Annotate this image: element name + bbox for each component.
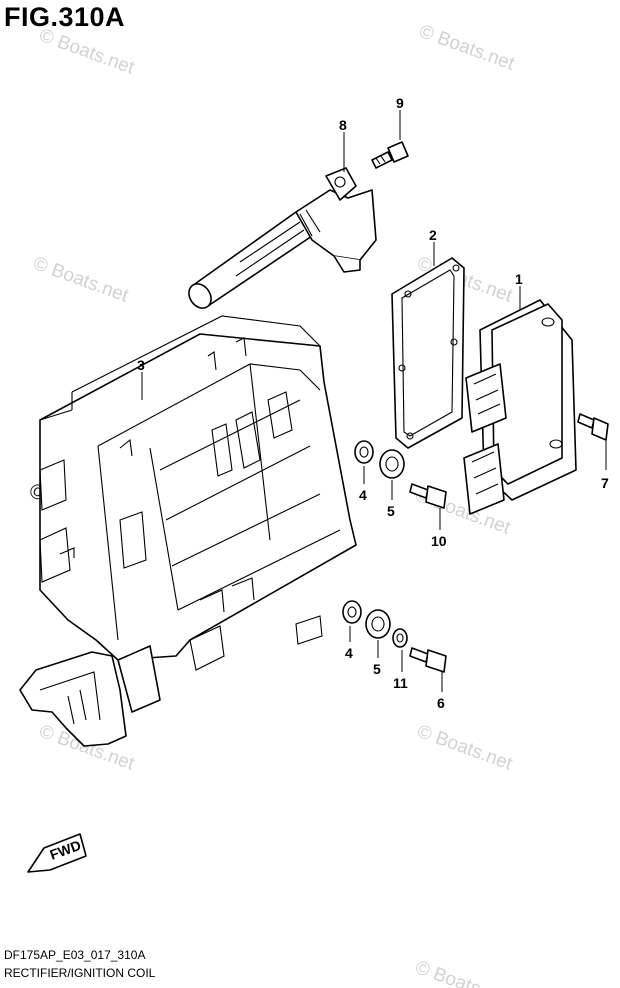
watermark-8: © Boats.net: [412, 957, 513, 988]
callout-9: 9: [396, 95, 404, 111]
callout-4-upper: 4: [359, 487, 367, 503]
washer-part-11: [392, 628, 408, 648]
callout-1: 1: [515, 271, 523, 287]
watermark-2: © Boats.net: [416, 21, 517, 75]
bracket-part-3: [19, 315, 357, 747]
callout-6: 6: [437, 695, 445, 711]
callout-2: 2: [429, 227, 437, 243]
callout-10: 10: [431, 533, 447, 549]
callout-11: 11: [393, 675, 408, 691]
collar-part-5-upper: [379, 449, 405, 479]
callout-5-lower: 5: [373, 661, 381, 677]
watermark-7: © Boats.net: [414, 721, 515, 775]
callout-4-lower: 4: [345, 645, 353, 661]
figure-code: DF175AP_E03_017_310A: [4, 948, 146, 962]
bolt-part-6: [409, 647, 447, 673]
collar-part-5-lower: [365, 609, 391, 639]
forward-direction-marker: FWD: [27, 833, 87, 873]
figure-caption: RECTIFIER/IGNITION COIL: [4, 966, 156, 980]
callout-7: 7: [601, 475, 609, 491]
callout-8: 8: [339, 117, 347, 133]
ignition-coil-part-8: [188, 167, 377, 309]
bolt-part-10: [409, 483, 447, 509]
callout-5-upper: 5: [387, 503, 395, 519]
bolt-part-9: [371, 141, 409, 169]
gasket-part-2: [391, 257, 465, 449]
grommet-part-4-lower: [342, 600, 362, 624]
grommet-part-4-upper: [354, 440, 374, 464]
callout-3: 3: [137, 357, 145, 373]
watermark-1: © Boats.net: [36, 25, 137, 79]
figure-title: FIG.310A: [4, 2, 126, 32]
bolt-part-7: [577, 413, 609, 441]
rectifier-part-1: [463, 299, 577, 515]
watermark-3: © Boats.net: [30, 253, 131, 307]
